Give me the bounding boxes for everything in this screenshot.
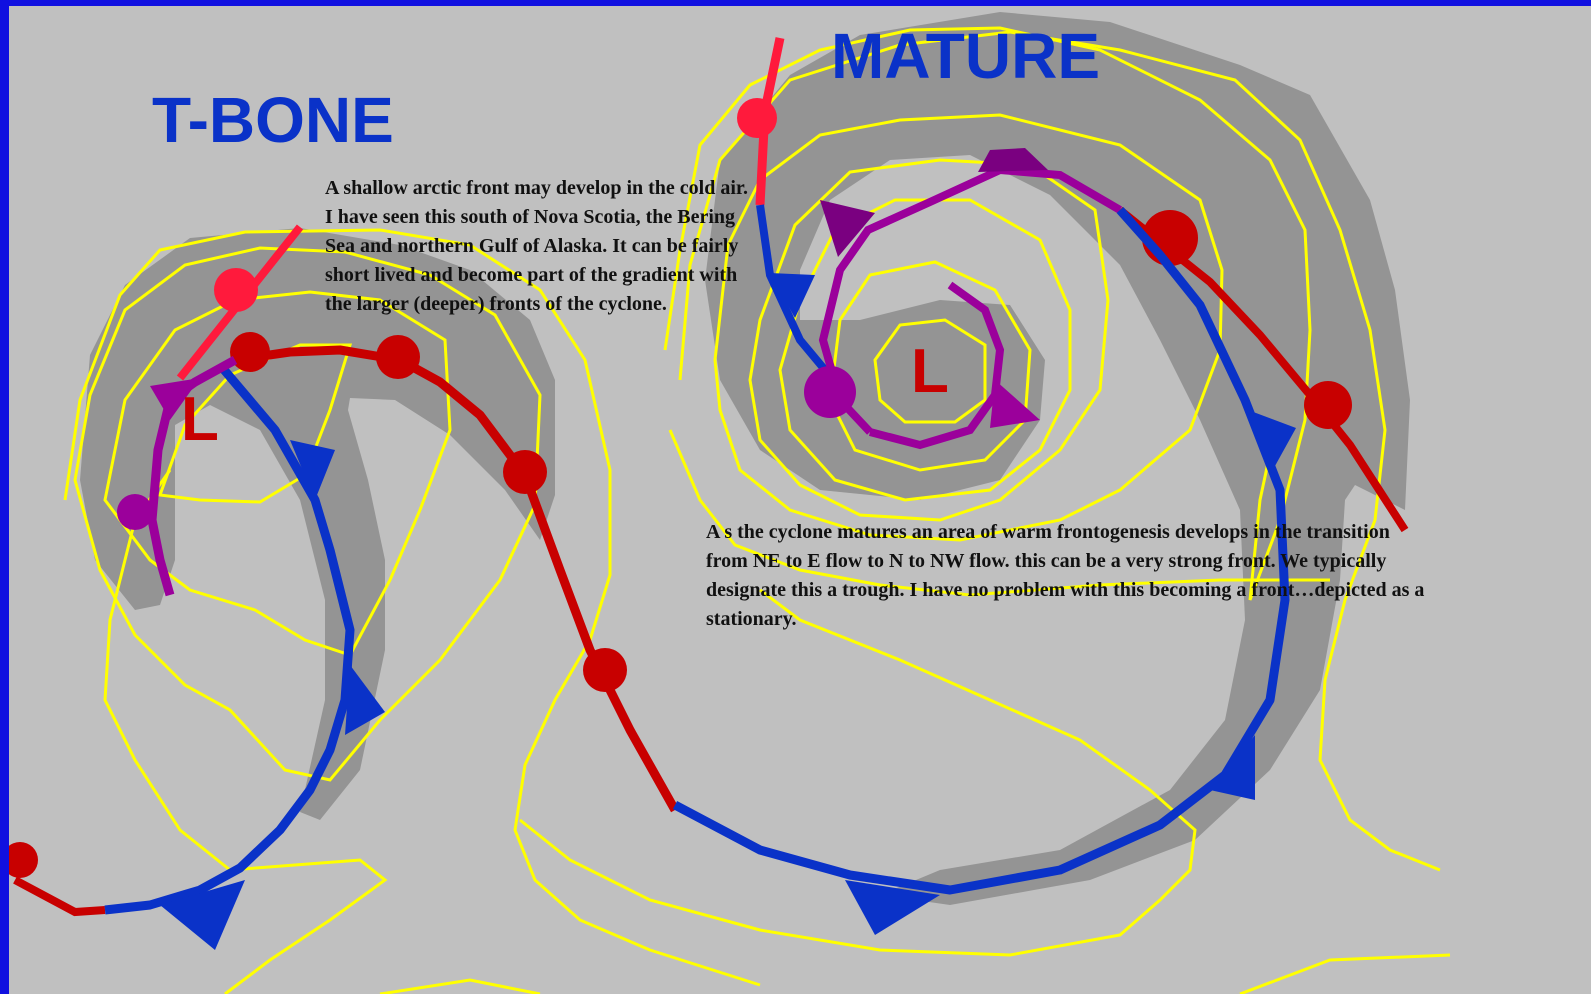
- isobar: [663, 26, 1312, 601]
- cold-front-mature: [672, 207, 1296, 935]
- isobar: [748, 158, 1110, 522]
- warm-front-lower-left: [9, 842, 106, 917]
- cloud-shading-mature: [705, 12, 1410, 905]
- cold-front-backbent: [756, 204, 829, 373]
- slide-panel: T-BONE MATURE L L A shallow arctic front…: [9, 6, 1591, 994]
- isobar: [668, 429, 1330, 597]
- low-pressure-label-tbone: L: [181, 385, 219, 454]
- note-warm-frontogenesis: A s the cyclone matures an area of warm …: [706, 521, 1425, 630]
- isobar: [519, 588, 1197, 957]
- title-mature: MATURE: [831, 20, 1100, 92]
- isobar: [873, 318, 987, 424]
- isobar: [678, 30, 1441, 872]
- arctic-front-mature: [737, 37, 785, 206]
- warm-front-mature: [1117, 206, 1409, 533]
- note-arctic-front: A shallow arctic front may develop in th…: [325, 177, 748, 315]
- isobar: [103, 290, 452, 657]
- title-tbone: T-BONE: [152, 84, 394, 156]
- isobar: [73, 246, 542, 782]
- isobar: [103, 469, 388, 994]
- occluded-front-tbone: [117, 356, 238, 597]
- isobar: [157, 343, 353, 504]
- warm-front-tbone: [230, 332, 679, 813]
- isobar: [1239, 953, 1451, 994]
- isobar: [778, 198, 1072, 502]
- isobar: [63, 228, 761, 987]
- cold-front-tbone: [104, 362, 385, 950]
- arctic-front-tbone: [176, 224, 304, 381]
- low-pressure-label-mature: L: [911, 337, 949, 406]
- weather-map: [9, 12, 1451, 994]
- isobar: [379, 978, 541, 994]
- occluded-front-mature: [804, 148, 1123, 450]
